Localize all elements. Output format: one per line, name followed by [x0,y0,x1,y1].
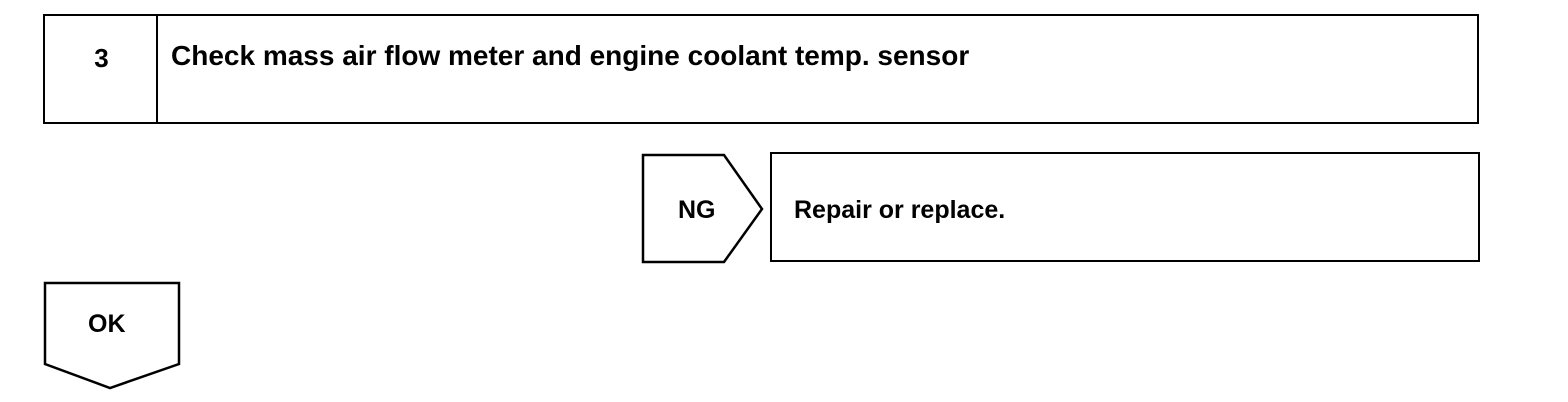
step-number: 3 [94,43,109,73]
step-title: Check mass air flow meter and engine coo… [171,40,970,71]
ng-arrow-shape [641,153,764,264]
step-number-cell: 3 [45,16,158,122]
ok-arrow-shape [43,281,181,390]
step-box: 3 Check mass air flow meter and engine c… [43,14,1479,124]
ok-label: OK [88,310,126,338]
ng-label: NG [678,196,716,224]
ng-action-text: Repair or replace. [794,196,1006,224]
ng-action-box: Repair or replace. [770,152,1480,262]
